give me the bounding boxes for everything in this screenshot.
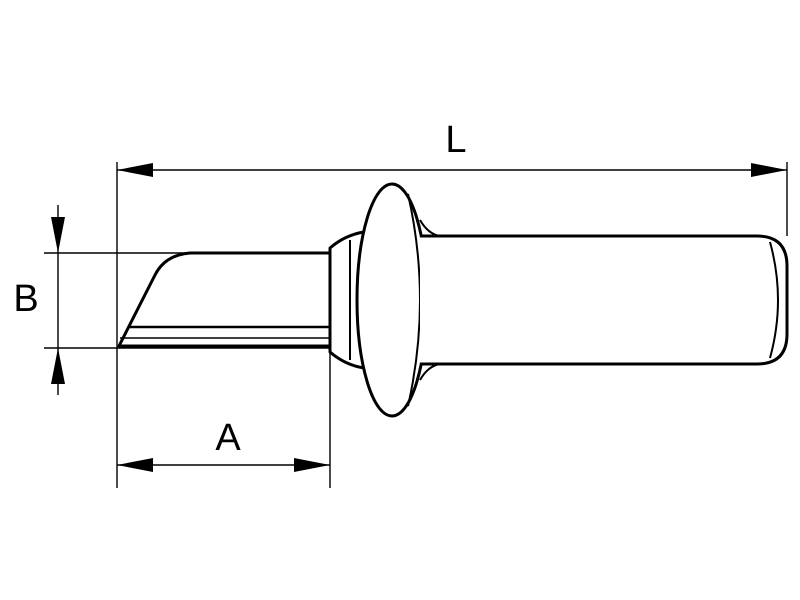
arrow-B-top: [51, 217, 65, 253]
guard-inner-curve: [407, 193, 421, 407]
guard-outline: [355, 182, 429, 418]
dimension-B: [51, 205, 65, 395]
blade-outline: [117, 251, 332, 348]
dimension-L: [117, 163, 787, 177]
handle-end-curve: [769, 241, 779, 359]
dimension-A: [117, 458, 330, 472]
handle: [419, 219, 789, 381]
collar: [328, 230, 366, 370]
arrow-A-right: [294, 458, 330, 472]
handle-neck-bottom: [419, 363, 441, 381]
arrow-L-right: [751, 163, 787, 177]
blade: [117, 251, 332, 348]
arrow-B-bottom: [51, 348, 65, 384]
arrow-L-left: [117, 163, 153, 177]
dimension-label-L: L: [445, 119, 467, 161]
dimension-label-B: B: [13, 278, 39, 320]
guard: [355, 182, 429, 418]
arrow-A-left: [117, 458, 153, 472]
dimension-label-A: A: [215, 417, 241, 459]
handle-neck-top: [419, 219, 441, 237]
extension-lines: [44, 162, 788, 488]
handle-outline: [420, 234, 789, 366]
